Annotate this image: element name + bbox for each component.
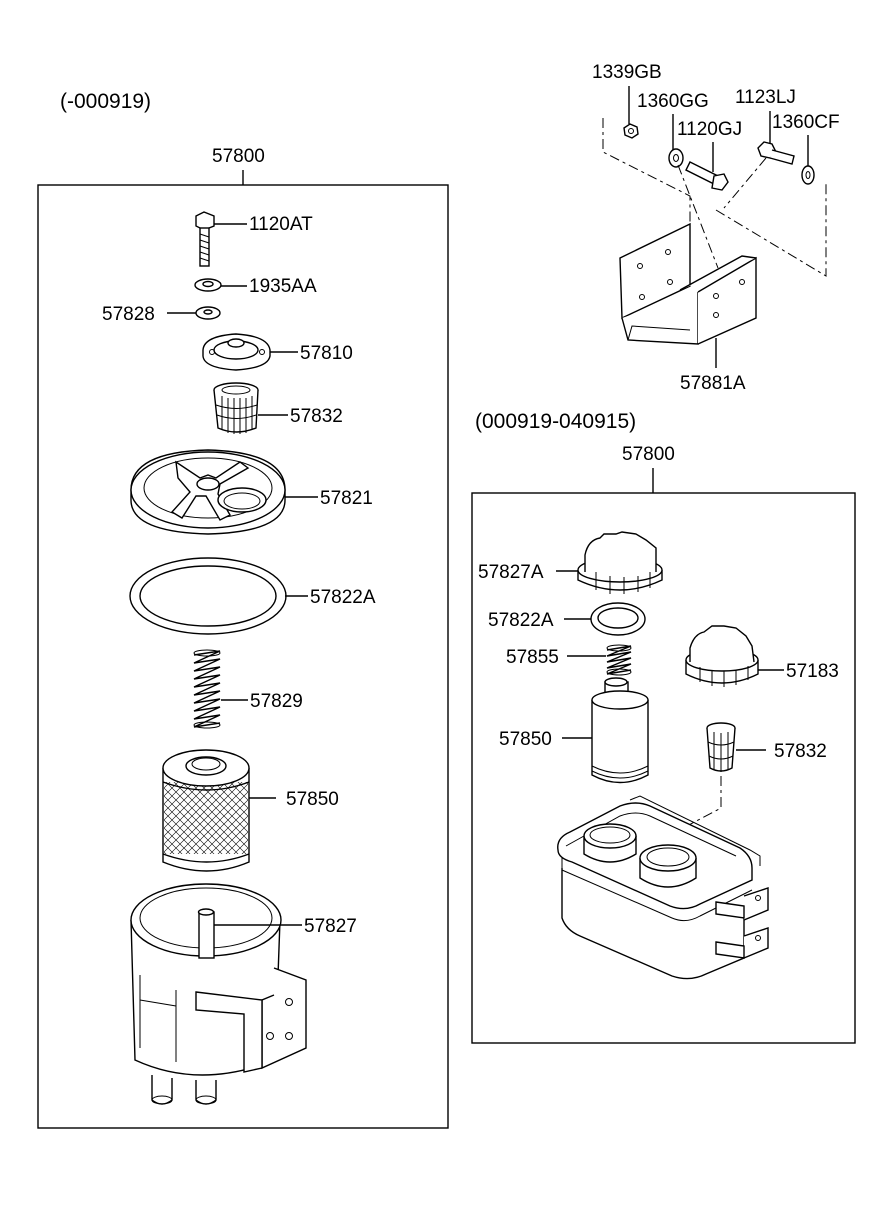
label-57183: 57183 <box>786 661 839 682</box>
washer-1360gg <box>668 148 684 168</box>
label-57810: 57810 <box>300 343 353 364</box>
washer-57828 <box>195 306 221 320</box>
label-57850-right: 57850 <box>499 729 552 750</box>
label-1360cf: 1360CF <box>772 112 840 133</box>
label-57822a-right: 57822A <box>488 610 554 631</box>
washer-1935aa <box>194 278 222 292</box>
label-57827: 57827 <box>304 916 357 937</box>
bolt-1120gj <box>685 161 729 191</box>
gasket-57822a <box>129 557 287 635</box>
label-57832-right: 57832 <box>774 741 827 762</box>
label-1120gj: 1120GJ <box>677 119 742 140</box>
label-57822a-left: 57822A <box>310 587 376 608</box>
bolt-1123lj <box>757 141 795 165</box>
label-57829: 57829 <box>250 691 303 712</box>
label-57827a: 57827A <box>478 562 544 583</box>
filter-57850-right <box>591 677 649 784</box>
reservoir-57800-right <box>557 795 769 980</box>
filter-57850-left <box>162 749 250 872</box>
left-panel-frame <box>37 184 449 1129</box>
label-1935aa: 1935AA <box>249 276 317 297</box>
cover-57810 <box>202 333 271 371</box>
strainer-57832 <box>213 382 259 434</box>
cap-57821 <box>130 449 286 535</box>
label-57828: 57828 <box>102 304 155 325</box>
cap-57827a <box>577 531 663 594</box>
right-version-label: (000919-040915) <box>475 410 636 433</box>
label-1123lj: 1123LJ <box>735 87 796 108</box>
label-1120at: 1120AT <box>249 214 313 235</box>
left-assembly-label: 57800 <box>212 146 265 167</box>
label-57832-left: 57832 <box>290 406 343 427</box>
right-panel-frame <box>471 492 856 1044</box>
right-assembly-label: 57800 <box>622 444 675 465</box>
label-57855: 57855 <box>506 647 559 668</box>
gasket-57822a-right <box>590 602 646 636</box>
label-1360gg: 1360GG <box>637 91 709 112</box>
bolt-1120at <box>195 211 215 267</box>
label-57821: 57821 <box>320 488 373 509</box>
left-version-label: (-000919) <box>60 90 151 113</box>
label-57850-left: 57850 <box>286 789 339 810</box>
bracket-hardware <box>602 118 827 345</box>
nut-1339gb <box>623 123 639 139</box>
strainer-57832-right <box>706 722 736 772</box>
tank-57827 <box>130 883 307 1105</box>
label-1339gb: 1339GB <box>592 62 662 83</box>
spring-57855 <box>606 644 632 676</box>
label-57881a: 57881A <box>680 373 746 394</box>
washer-1360cf <box>801 165 815 185</box>
spring-57829 <box>193 649 221 729</box>
bracket-57881a <box>619 222 757 345</box>
cap-57183 <box>685 625 759 687</box>
